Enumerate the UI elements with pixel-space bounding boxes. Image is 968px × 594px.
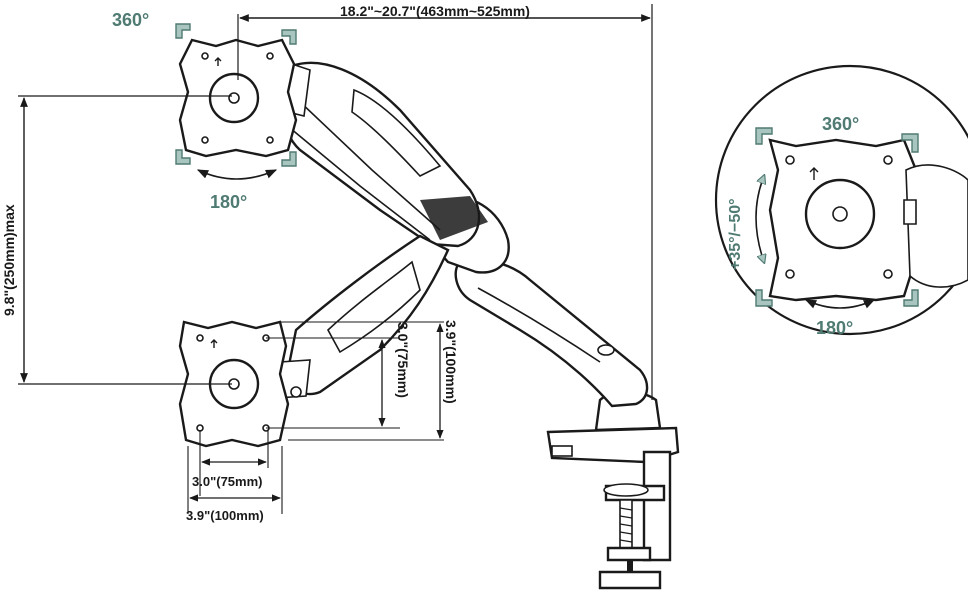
detail-swivel-label: 180°	[816, 318, 853, 338]
vesa-vertical-dimensions	[266, 321, 444, 441]
height-dimension	[18, 95, 232, 385]
top-swivel-label: 180°	[210, 192, 247, 212]
reach-dimension	[237, 4, 653, 400]
rotate-arrows-top	[175, 23, 297, 167]
upper-arm-gas-spring	[279, 60, 488, 248]
lower-arm-link	[275, 234, 450, 399]
height-label: 9.8"(250mm)max	[1, 204, 17, 316]
vesa-horizontal-dimensions	[187, 430, 283, 514]
swivel-arc-top	[196, 169, 278, 180]
detail-tilt-label: +35°/−50°	[727, 198, 744, 270]
detail-rotate-label: 360°	[822, 114, 859, 134]
vesa-small-h-label: 3.0"(75mm)	[192, 474, 262, 489]
detail-inset	[714, 64, 968, 336]
reach-label: 18.2"~20.7"(463mm~525mm)	[340, 3, 530, 19]
vesa-small-v-label: 3.0"(75mm)	[395, 322, 411, 398]
vesa-plate-bottom	[178, 320, 290, 448]
vesa-large-v-label: 3.9"(100mm)	[443, 320, 459, 404]
vesa-large-h-label: 3.9"(100mm)	[186, 508, 264, 523]
vesa-plate-top	[178, 38, 298, 158]
desk-clamp	[546, 426, 680, 590]
top-rotate-label: 360°	[112, 10, 149, 30]
